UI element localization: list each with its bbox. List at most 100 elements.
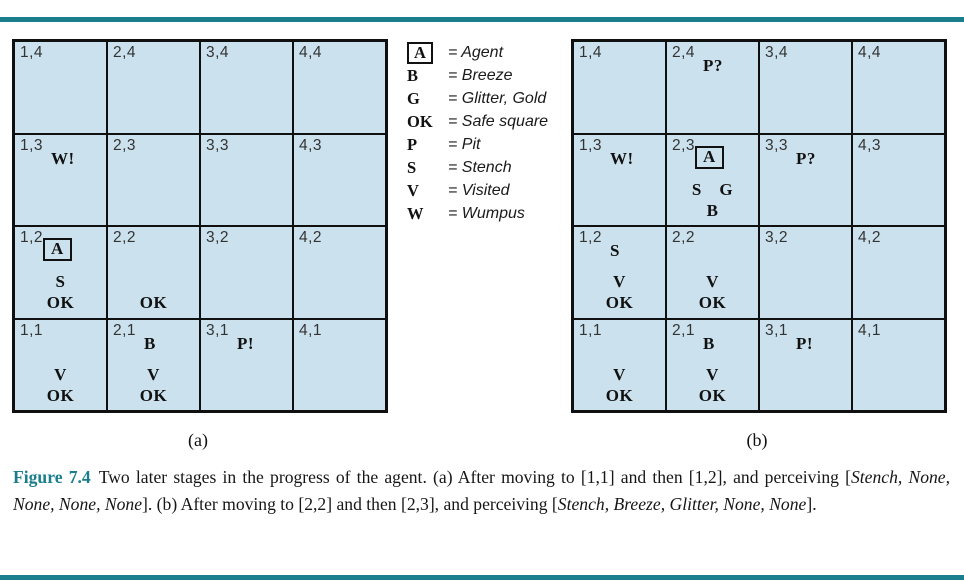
cell-coordinate: 1,2 [20,229,44,246]
cell-coordinate: 1,3 [20,136,44,154]
grid-a-cell-1-4: 1,4 [14,41,107,134]
cell-coordinate: 3,3 [765,136,789,154]
agent-marker: A [43,238,72,261]
cell-marker-line: OK [139,293,168,312]
cell-coordinate: 4,1 [858,321,882,339]
cell-coordinate: 4,4 [858,44,882,61]
grid-a-cell-4-4: 4,4 [293,41,386,134]
cell-marker-line: B [706,200,719,220]
cell-coordinate: 4,3 [858,136,882,154]
cell-marker: P! [796,333,814,353]
grid-b-cell-4-3: 4,3 [852,133,945,226]
caption-percept-a: Stench, None, None, None, None [13,467,950,514]
cell-coordinate: 1,4 [20,44,44,61]
cell-coordinate: 2,2 [113,229,137,246]
legend-description: = Glitter, Gold [448,89,547,107]
legend-row-p: P = Pit [407,133,548,156]
cell-coordinate: 3,4 [206,44,230,61]
bottom-rule [0,575,964,580]
legend-row-b: B = Breeze [407,64,548,87]
legend-row-ok: OK= Safe square [407,110,548,133]
cell-coordinate: 1,1 [20,321,44,339]
cell-coordinate: 3,4 [765,44,789,61]
legend-row-w: W = Wumpus [407,202,548,225]
cell-coordinate: 2,1 [672,321,696,339]
cell-coordinate: 3,1 [206,321,230,339]
caption-text-3: ]. [806,493,817,514]
agent-box-glyph: A [407,41,433,64]
cell-marker: P! [237,333,255,353]
cell-marker-line: OK [605,293,634,312]
agent-marker: A [695,145,724,169]
cell-marker: B [703,333,715,353]
cell-marker: W! [610,148,634,168]
legend-key: B [407,65,419,85]
cell-marker-line: V [54,364,67,384]
grid-a-cell-4-3: 4,3 [293,133,386,226]
grid-b-cell-3-4: 3,4 [759,41,852,134]
cell-coordinate: 4,2 [299,229,323,246]
cell-marker: W! [51,148,75,168]
cell-coordinate: 4,3 [299,136,323,154]
legend-key: S [407,157,417,177]
grid-b-cell-4-1: 4,1 [852,318,945,411]
grid-b-cell-4-2: 4,2 [852,226,945,319]
grid-a-cell-3-3: 3,3 [200,133,293,226]
legend-row-s: S = Stench [407,156,548,179]
cell-coordinate: 3,3 [206,136,230,154]
legend-description: = Pit [448,135,481,153]
cell-marker: B [144,333,156,353]
cell-coordinate: 1,4 [579,44,603,61]
cell-coordinate: 3,2 [765,229,789,246]
cell-coordinate: 4,4 [299,44,323,61]
legend-row-a: A = Agent [407,41,548,64]
cell-coordinate: 3,1 [765,321,789,339]
legend-description: = Visited [448,181,510,199]
cell-marker-line: OK [139,385,168,405]
cell-coordinate: 4,1 [299,321,323,339]
grid-a-cell-2-4: 2,4 [107,41,200,134]
cell-coordinate: 3,2 [206,229,230,246]
legend-key: A [407,41,448,64]
legend-key: W [407,203,424,223]
legend-description: = Breeze [448,66,513,84]
cell-coordinate: 1,1 [579,321,603,339]
cell-marker: S [610,241,620,260]
grid-a-cell-3-4: 3,4 [200,41,293,134]
cell-marker-line: OK [605,385,634,405]
cell-marker-line: V [147,364,160,384]
legend-key: G [407,88,420,108]
grid-b-sublabel: (b) [746,430,768,450]
cell-coordinate: 2,2 [672,229,696,246]
legend-description: = Safe square [448,112,549,130]
cell-coordinate: 2,1 [113,321,137,339]
legend-description: = Stench [448,158,512,176]
legend-description: = Agent [448,43,504,61]
cell-coordinate: 4,2 [858,229,882,246]
cell-marker-line: OK [46,385,75,405]
top-rule [0,17,964,22]
grid-a-sublabel: (a) [188,430,208,450]
cell-coordinate: 2,3 [672,136,696,154]
caption-text-2: ]. (b) After moving to [2,2] and then [2… [142,493,558,514]
legend-description: = Wumpus [448,204,525,222]
figure-number: Figure 7.4 [13,467,91,487]
grid-a-cell-4-2: 4,2 [293,226,386,319]
caption-percept-b: Stench, Breeze, Glitter, None, None [557,493,807,514]
legend-row-g: G = Glitter, Gold [407,87,548,110]
cell-marker-line: V [613,364,626,384]
legend-row-v: V= Visited [407,179,548,202]
grid-b-cell-4-4: 4,4 [852,41,945,134]
cell-coordinate: 1,2 [579,229,603,246]
cell-marker: P? [703,56,723,75]
legend-key: P [407,134,418,154]
cell-coordinate: 2,3 [113,136,137,154]
cell-coordinate: 1,3 [579,136,603,154]
